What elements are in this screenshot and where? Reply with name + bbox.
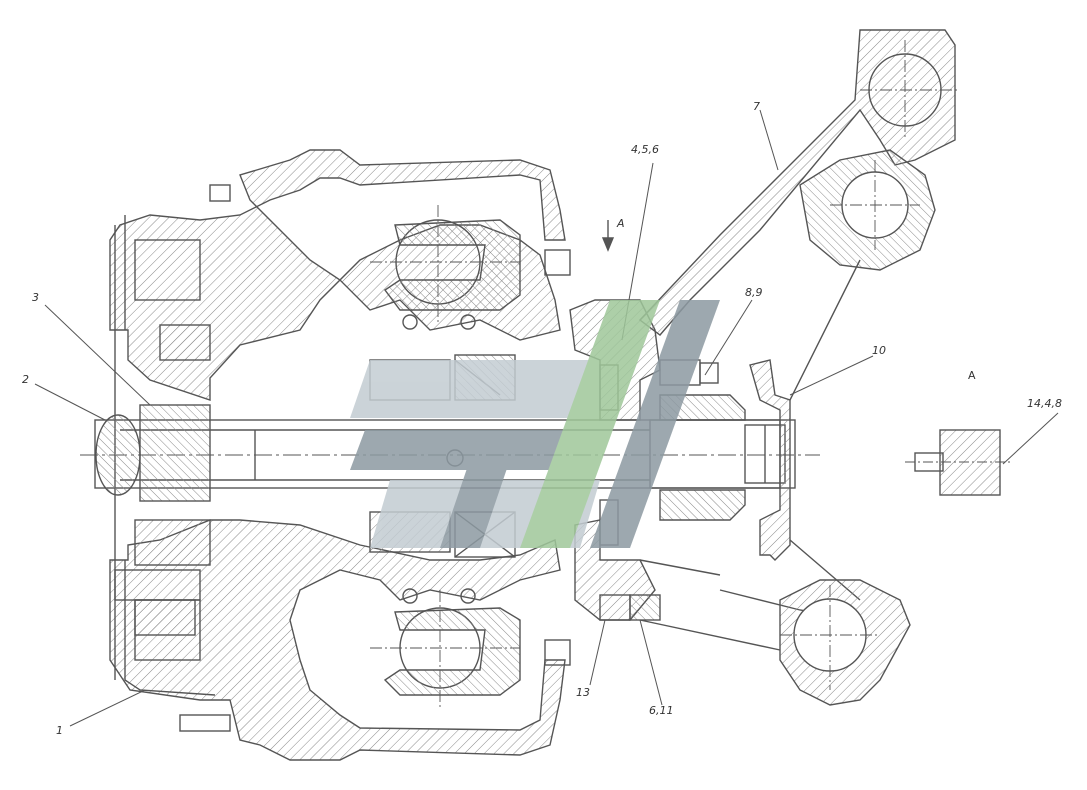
leader-3 [44,304,151,406]
callout-14-4-8: 14,4,8 [1027,397,1062,410]
bottom-small-hole-b [460,588,476,604]
bottom-bolt-left [179,714,231,732]
housing-lower [109,519,566,761]
callout-7: 7 [753,100,760,113]
lower-drum-housing [383,607,521,696]
leader-13 [589,619,606,686]
view-a-body [939,429,1001,496]
bottom-small-hole-a [402,588,418,604]
top-bolt-left [209,184,231,202]
callout-4-5-6: 4,5,6 [631,143,659,156]
callout-2: 2 [22,373,29,386]
top-small-hole-b [460,314,476,330]
callout-10: 10 [872,344,886,357]
shaft-hub [139,404,211,502]
left-plug [114,569,201,601]
hex-nut-8-9-b [699,362,719,384]
leader-7 [759,109,779,171]
view-arrow-a-label: A [617,217,625,230]
watermark-stripe-2 [350,430,580,470]
leader-10 [789,355,874,396]
upper-drum-housing [383,219,521,311]
top-bolt-right [544,249,571,276]
leader-2 [34,383,106,421]
watermark-logo [350,300,720,548]
bearing-left-lower [134,519,211,566]
callout-6-11: 6,11 [649,704,674,717]
callout-3: 3 [32,291,39,304]
view-arrow-head [601,237,615,252]
fork-flange [749,359,791,561]
leader-14-4-8 [1002,412,1059,465]
leader-6-11 [639,619,663,706]
housing-upper [109,149,566,401]
view-a-title: A [968,369,976,382]
watermark-stripe-4 [520,300,660,548]
watermark-stripe-1 [350,360,600,418]
callout-13: 13 [576,686,590,699]
leader-8-9 [704,299,753,376]
shaft-left-cap [95,414,141,496]
link-lower-diag [639,559,781,651]
bearing-left-upper [159,324,211,361]
watermark-stripe-5 [590,300,720,548]
bottom-bolt-6-11 [629,594,661,621]
left-cover-window-top [134,239,201,301]
callout-1: 1 [56,724,63,737]
watermark-stripe-6 [440,430,520,548]
bottom-bolt-right [544,639,571,666]
callout-8-9: 8,9 [745,286,763,299]
bearing-left-lower2 [134,599,196,636]
leader-1 [69,689,146,727]
top-small-hole-a [402,314,418,330]
